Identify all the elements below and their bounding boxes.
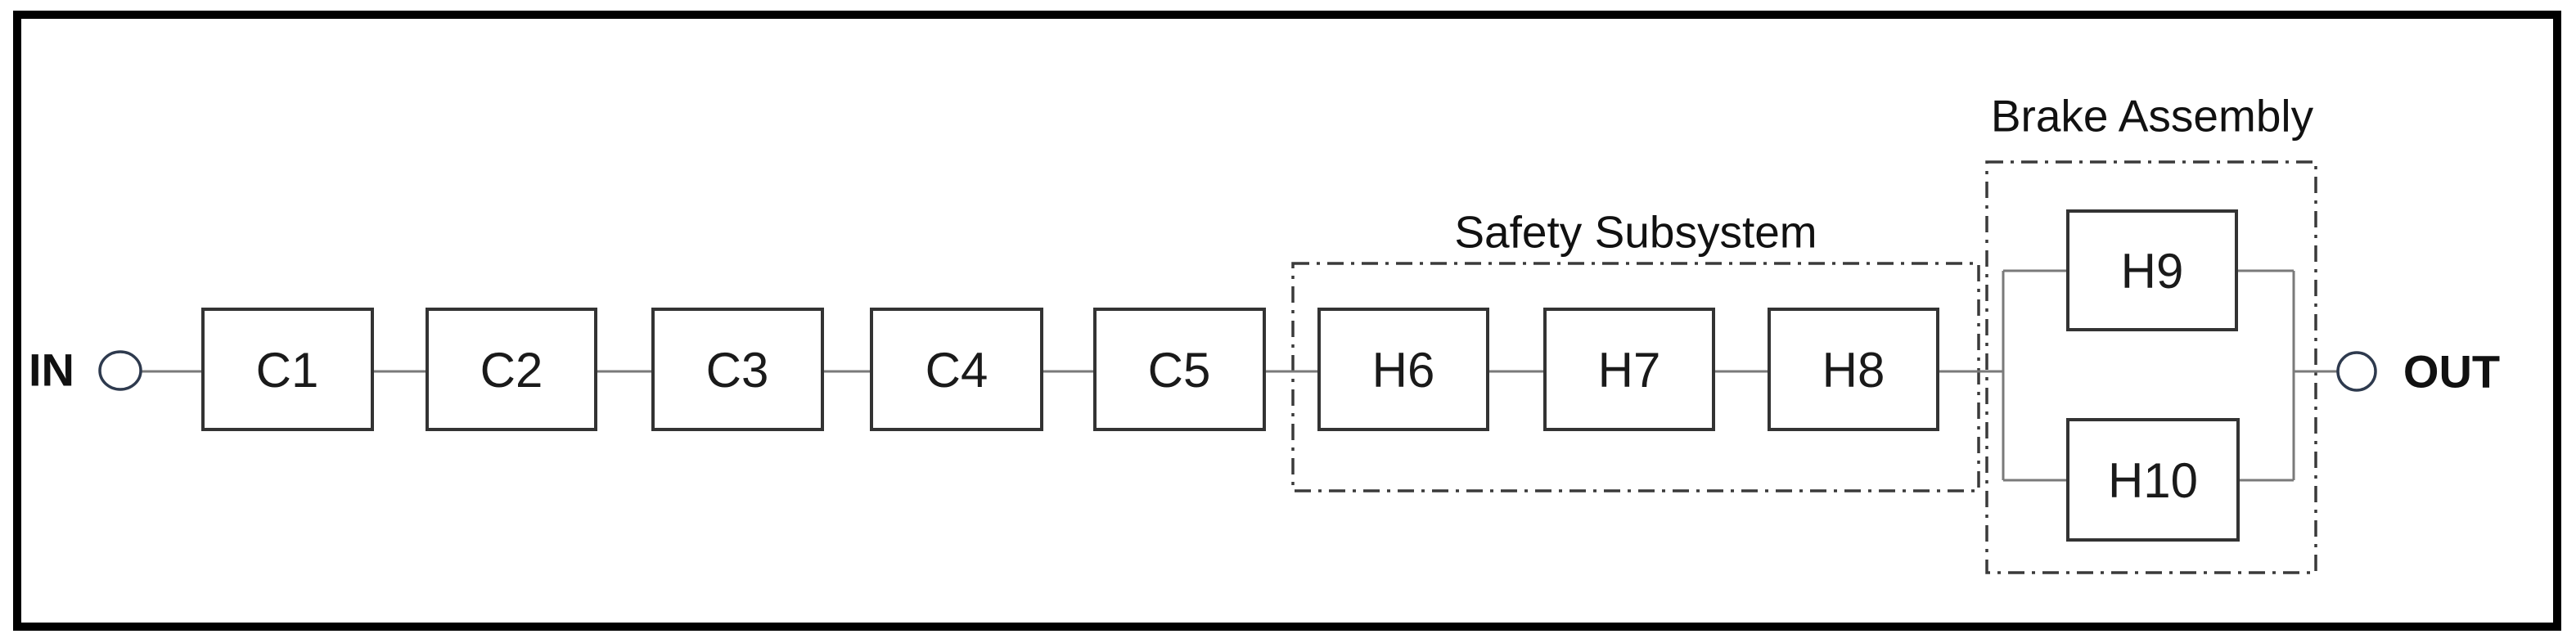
diagram-border (13, 11, 2561, 631)
block-label-h7: H7 (1598, 343, 1661, 398)
block-label-h10: H10 (2108, 453, 2198, 508)
block-c5 (1093, 308, 1266, 431)
block-label-h9: H9 (2121, 244, 2184, 299)
block-h7 (1543, 308, 1715, 431)
block-c2 (426, 308, 597, 431)
block-label-h8: H8 (1822, 343, 1885, 398)
block-labels: C1 C2 C3 C4 C5 H6 H7 H8 H9 H10 (256, 244, 2198, 508)
block-label-c1: C1 (256, 343, 319, 398)
block-c3 (651, 308, 824, 431)
out-terminal-circle (2336, 351, 2377, 392)
brake-assembly-boundary (1985, 160, 2317, 574)
block-c4 (870, 308, 1043, 431)
in-label: IN (29, 344, 74, 396)
in-terminal-circle (98, 350, 142, 391)
block-c1 (201, 308, 374, 431)
block-label-c5: C5 (1148, 343, 1211, 398)
safety-subsystem-boundary (1291, 262, 1980, 492)
block-label-c2: C2 (480, 343, 543, 398)
series-blocks (201, 209, 2240, 542)
parallel-branch-wires (2002, 269, 2295, 482)
block-h9 (2066, 209, 2238, 331)
out-label: OUT (2403, 346, 2500, 398)
block-label-c3: C3 (706, 343, 769, 398)
brake-assembly-title: Brake Assembly (1991, 90, 2314, 141)
block-label-c4: C4 (925, 343, 989, 398)
block-h6 (1317, 308, 1489, 431)
block-h8 (1768, 308, 1939, 431)
safety-subsystem-title: Safety Subsystem (1454, 206, 1817, 257)
block-label-h6: H6 (1372, 343, 1435, 398)
block-h10 (2066, 418, 2240, 542)
